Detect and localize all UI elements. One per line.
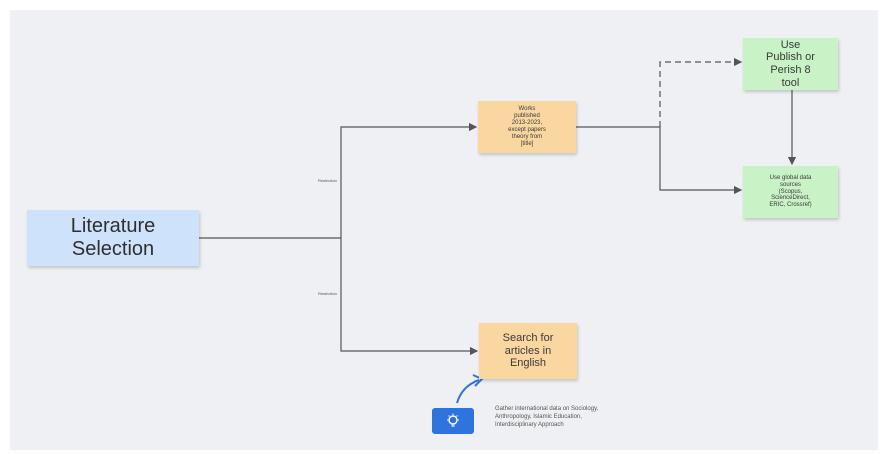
connector-split-to-global [659,127,743,195]
connector-trunk-to-english [340,238,479,356]
works-line-5: theory from [511,133,543,140]
works-line-6: [title] [520,140,534,147]
pop-line-4: tool [781,76,800,89]
works-published-note[interactable]: Works published 2013-2023, except papers… [478,101,576,153]
connector-trunk-to-works [340,122,478,238]
english-line-3: English [509,357,547,370]
branch-label-lower: Restriction [316,291,339,296]
global-line-2: sources [779,181,801,188]
works-line-3: 2013-2023, [511,120,543,127]
comment-line-2: Anthropology, Islamic Education, [495,414,582,421]
connector-split-to-pop [659,57,743,127]
comment-line-3: Interdisciplinary Approach [495,422,564,429]
lightbulb-glyph [447,413,459,427]
english-line-1: Search for [502,332,554,345]
works-line-1: Works [518,106,536,113]
annotation-arrow-head [472,374,484,387]
works-line-4: except papers [508,127,546,133]
pop-line-1: Use [780,38,801,51]
works-line-2: published [514,113,540,120]
comment-line-1: Gather international data on Sociology, [495,406,599,412]
lightbulb-icon[interactable] [432,408,474,434]
english-line-2: articles in [504,344,552,357]
global-line-1: Use global data [769,174,812,181]
search-english-note[interactable]: Search for articles in English [479,323,577,379]
pop-line-2: Publish or [766,51,815,64]
branch-label-upper: Restriction [316,178,339,183]
global-line-5: ERIC, Crossref) [769,202,812,209]
root-line-2: Selection [71,238,155,260]
global-data-sources-note[interactable]: Use global data sources (Scopus, Science… [743,166,838,218]
literature-selection-note[interactable]: Literature Selection [27,210,199,266]
publish-or-perish-note[interactable]: Use Publish or Perish 8 tool [743,38,838,90]
annotation-arrow [456,379,480,404]
root-line-1: Literature [70,215,156,237]
global-line-3: (Scopus, [778,188,803,195]
global-line-4: ScienceDirect, [771,195,810,202]
pop-line-3: Perish 8 [770,64,811,76]
annotation-comment: Gather international data on Sociology, … [495,405,695,429]
